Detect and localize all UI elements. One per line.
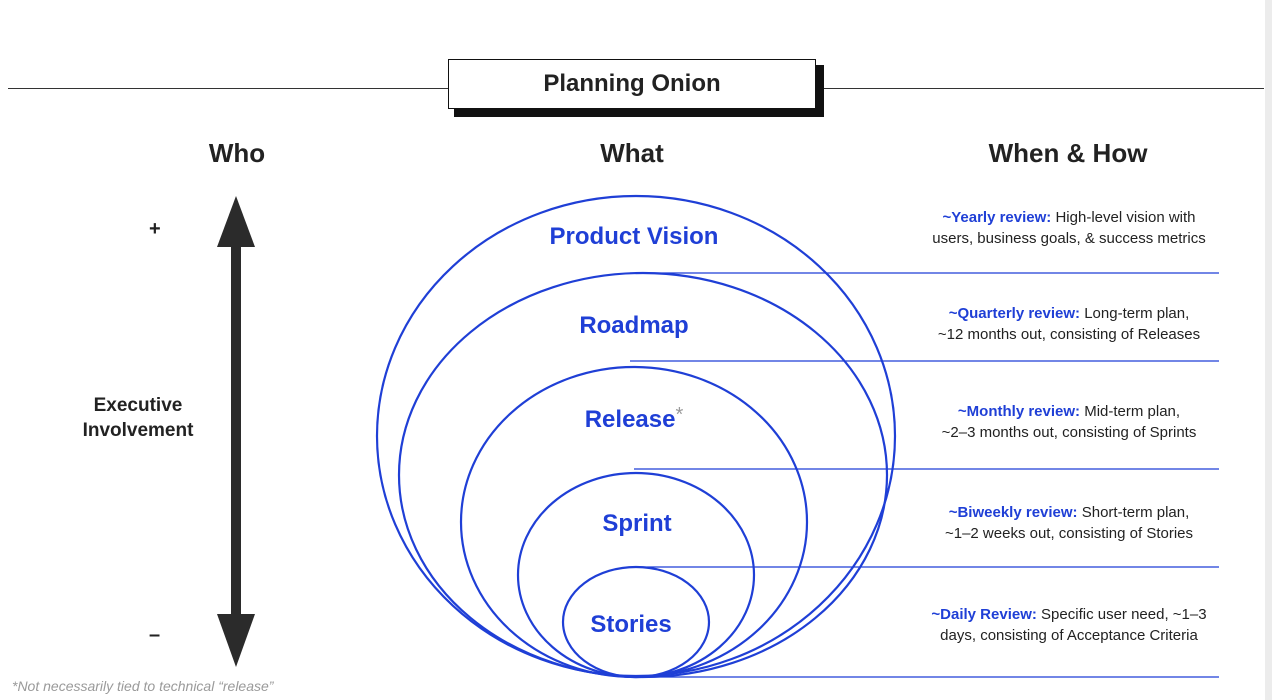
desc-key-biweekly: ~Biweekly review:: [948, 504, 1078, 521]
desc-text-biweekly-1: Short-term plan,: [1081, 504, 1190, 521]
layer-label-roadmap: Roadmap: [579, 312, 688, 339]
desc-text-biweekly-2: ~1–2 weeks out, consisting of Stories: [944, 525, 1194, 542]
title-rule-left: [8, 88, 448, 89]
arrow-head-up: [217, 196, 255, 247]
arrow-head-down: [217, 614, 255, 667]
desc-key-yearly: ~Yearly review:: [942, 209, 1052, 226]
layer-label-product-vision: Product Vision: [550, 223, 719, 250]
header-what: What: [600, 138, 664, 168]
desc-text-daily-1: Specific user need, ~1–3: [1041, 606, 1207, 623]
desc-text-daily-2: days, consisting of Acceptance Criteria: [940, 627, 1198, 644]
axis-label: Executive Involvement: [60, 393, 216, 443]
layer-label-stories: Stories: [590, 611, 671, 638]
axis-label-line2: Involvement: [82, 420, 194, 441]
desc-product-vision: ~Yearly review: High-level vision with u…: [893, 207, 1245, 249]
desc-key-daily: ~Daily Review:: [931, 606, 1037, 623]
desc-text-monthly-1: Mid-term plan,: [1084, 403, 1181, 420]
title-rule-right: [818, 88, 1264, 89]
axis-minus-marker: –: [149, 624, 161, 646]
right-edge-strip: [1265, 0, 1272, 700]
desc-text-yearly-2: users, business goals, & success metrics: [932, 230, 1206, 247]
desc-release: ~Monthly review: Mid-term plan, ~2–3 mon…: [893, 401, 1245, 443]
desc-stories: ~Daily Review: Specific user need, ~1–3 …: [893, 604, 1245, 646]
axis-label-line1: Executive: [93, 395, 183, 416]
desc-key-quarterly: ~Quarterly review:: [948, 305, 1081, 322]
desc-roadmap: ~Quarterly review: Long-term plan, ~12 m…: [893, 303, 1245, 345]
layer-ring-sprint: [516, 471, 756, 679]
desc-text-quarterly-2: ~12 months out, consisting of Releases: [937, 326, 1201, 343]
layer-label-release: Release*: [585, 404, 684, 433]
desc-key-monthly: ~Monthly review:: [957, 403, 1081, 420]
header-when-how: When & How: [988, 138, 1148, 168]
release-asterisk: *: [675, 404, 683, 426]
desc-text-quarterly-1: Long-term plan,: [1084, 305, 1190, 322]
involvement-arrow: [217, 196, 255, 667]
desc-text-monthly-2: ~2–3 months out, consisting of Sprints: [941, 424, 1197, 441]
diagram-title: Planning Onion: [448, 59, 816, 109]
header-who: Who: [208, 138, 266, 168]
footnote: *Not necessarily tied to technical “rele…: [12, 678, 274, 694]
axis-plus-marker: +: [149, 218, 161, 240]
arrow-shaft: [231, 244, 241, 616]
desc-text-yearly-1: High-level vision with: [1055, 209, 1196, 226]
layer-label-sprint: Sprint: [602, 510, 671, 537]
desc-sprint: ~Biweekly review: Short-term plan, ~1–2 …: [893, 502, 1245, 544]
layer-label-release-text: Release: [585, 406, 676, 433]
